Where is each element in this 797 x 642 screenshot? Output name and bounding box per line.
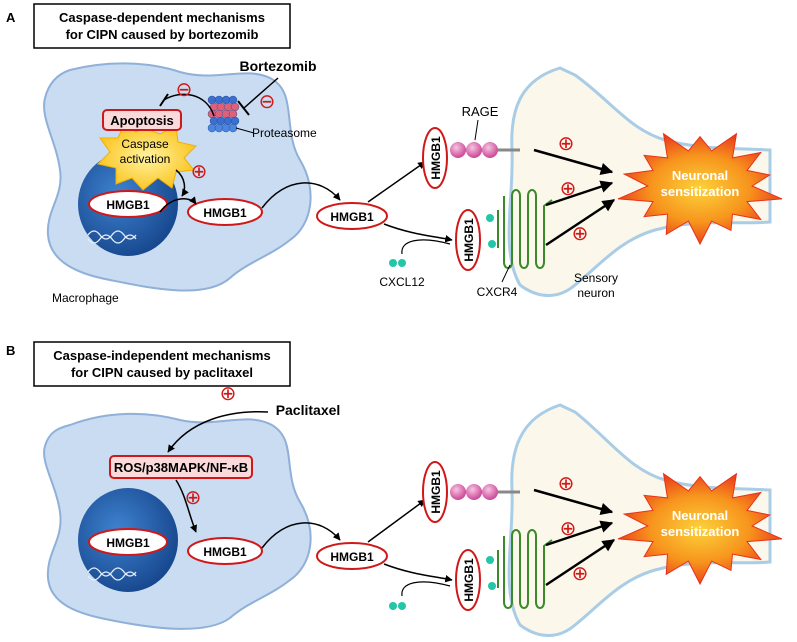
panel-a: A Caspase-dependent mechanisms for CIPN … <box>6 3 783 305</box>
bortezomib-label: Bortezomib <box>240 58 317 74</box>
minus-icon: ⊖ <box>176 79 193 101</box>
dna-strand-icon <box>87 230 137 240</box>
cxcl12-label: CXCL12 <box>379 275 425 289</box>
cxcr4-receptor-icon-b <box>497 529 553 609</box>
neuronal-label-b-line2: sensitization <box>661 524 740 539</box>
svg-text:HMGB1: HMGB1 <box>330 550 374 564</box>
hmgb1-cytoplasmic-b <box>187 537 263 565</box>
cxcr4-receptor-icon <box>497 189 553 269</box>
panel-b: B Caspase-independent mechanisms for CIP… <box>6 341 783 637</box>
rage-label: RAGE <box>462 104 499 119</box>
panel-b-title-line2: for CIPN caused by paclitaxel <box>71 365 253 380</box>
svg-text:⊕: ⊕ <box>572 223 589 245</box>
svg-text:⊕: ⊕ <box>572 563 589 585</box>
svg-text:⊕: ⊕ <box>560 178 577 200</box>
sensory-neuron-label-line2: neuron <box>577 286 614 300</box>
cxcl12-dot <box>389 259 397 267</box>
panel-a-title-line1: Caspase-dependent mechanisms <box>59 10 265 25</box>
proteasome-subunit <box>230 116 240 126</box>
apoptosis-label: Apoptosis <box>110 113 174 128</box>
panel-b-title-line1: Caspase-independent mechanisms <box>53 348 270 363</box>
pathway-box <box>109 455 253 479</box>
proteasome-subunit <box>228 95 238 105</box>
svg-text:HMGB1: HMGB1 <box>462 218 476 262</box>
svg-text:⊕: ⊕ <box>558 133 575 155</box>
svg-text:HMGB1: HMGB1 <box>203 545 247 559</box>
neuronal-label-line1: Neuronal <box>672 168 728 183</box>
hmgb1-released <box>316 202 388 230</box>
hmgb1-cxcr4-bound-b: HMGB1 <box>455 549 481 611</box>
rage-receptor-icon <box>450 142 466 158</box>
cxcl12-dot-b <box>389 602 397 610</box>
svg-text:HMGB1: HMGB1 <box>429 470 443 514</box>
svg-text:HMGB1: HMGB1 <box>106 536 150 550</box>
svg-text:⊕: ⊕ <box>558 473 575 495</box>
svg-text:⊕: ⊕ <box>220 383 237 405</box>
svg-text:HMGB1: HMGB1 <box>462 558 476 602</box>
hmgb1-rage-bound: HMGB1 <box>422 127 448 189</box>
rage-receptor-icon-b <box>450 484 466 500</box>
svg-text:HMGB1: HMGB1 <box>203 206 247 220</box>
panel-b-title-box <box>33 341 291 387</box>
neuronal-label-b-line1: Neuronal <box>672 508 728 523</box>
proteasome-label: Proteasome <box>252 126 317 140</box>
macrophage-label: Macrophage <box>52 291 119 305</box>
hmgb1-cytoplasmic <box>187 198 263 226</box>
paclitaxel-label: Paclitaxel <box>276 402 341 418</box>
hmgb1-nuclear-b <box>88 528 168 556</box>
hmgb1-rage-bound-b: HMGB1 <box>422 461 448 523</box>
neuronal-sensitization-burst-b <box>617 472 783 586</box>
svg-text:⊕: ⊕ <box>560 518 577 540</box>
plus-icon: ⊕ <box>191 161 208 183</box>
svg-text:HMGB1: HMGB1 <box>330 210 374 224</box>
svg-text:⊕: ⊕ <box>185 487 202 509</box>
proteasome-subunit <box>228 123 238 133</box>
hmgb1-released-b <box>316 542 388 570</box>
hmgb1-cxcr4-bound: HMGB1 <box>455 209 481 271</box>
neuronal-sensitization-burst <box>617 132 783 246</box>
cxcr4-label: CXCR4 <box>477 285 518 299</box>
neuronal-label-line2: sensitization <box>661 184 740 199</box>
panel-a-title-line2: for CIPN caused by bortezomib <box>66 27 259 42</box>
panel-a-letter: A <box>6 10 16 25</box>
apoptosis-box <box>102 109 182 131</box>
caspase-activation-burst <box>97 123 197 191</box>
proteasome-subunit <box>228 109 238 119</box>
svg-text:HMGB1: HMGB1 <box>106 198 150 212</box>
svg-text:HMGB1: HMGB1 <box>429 136 443 180</box>
pathway-label: ROS/p38MAPK/NF-κB <box>114 460 248 475</box>
minus-icon-bortezomib: ⊖ <box>259 91 276 113</box>
panel-b-letter: B <box>6 343 15 358</box>
panel-a-title-box <box>33 3 291 49</box>
caspase-label-line1: Caspase <box>121 137 169 151</box>
proteasome-subunit <box>230 102 240 112</box>
sensory-neuron-label-line1: Sensory <box>574 271 618 285</box>
caspase-label-line2: activation <box>120 152 171 166</box>
dna-strand-icon-b <box>87 567 137 577</box>
